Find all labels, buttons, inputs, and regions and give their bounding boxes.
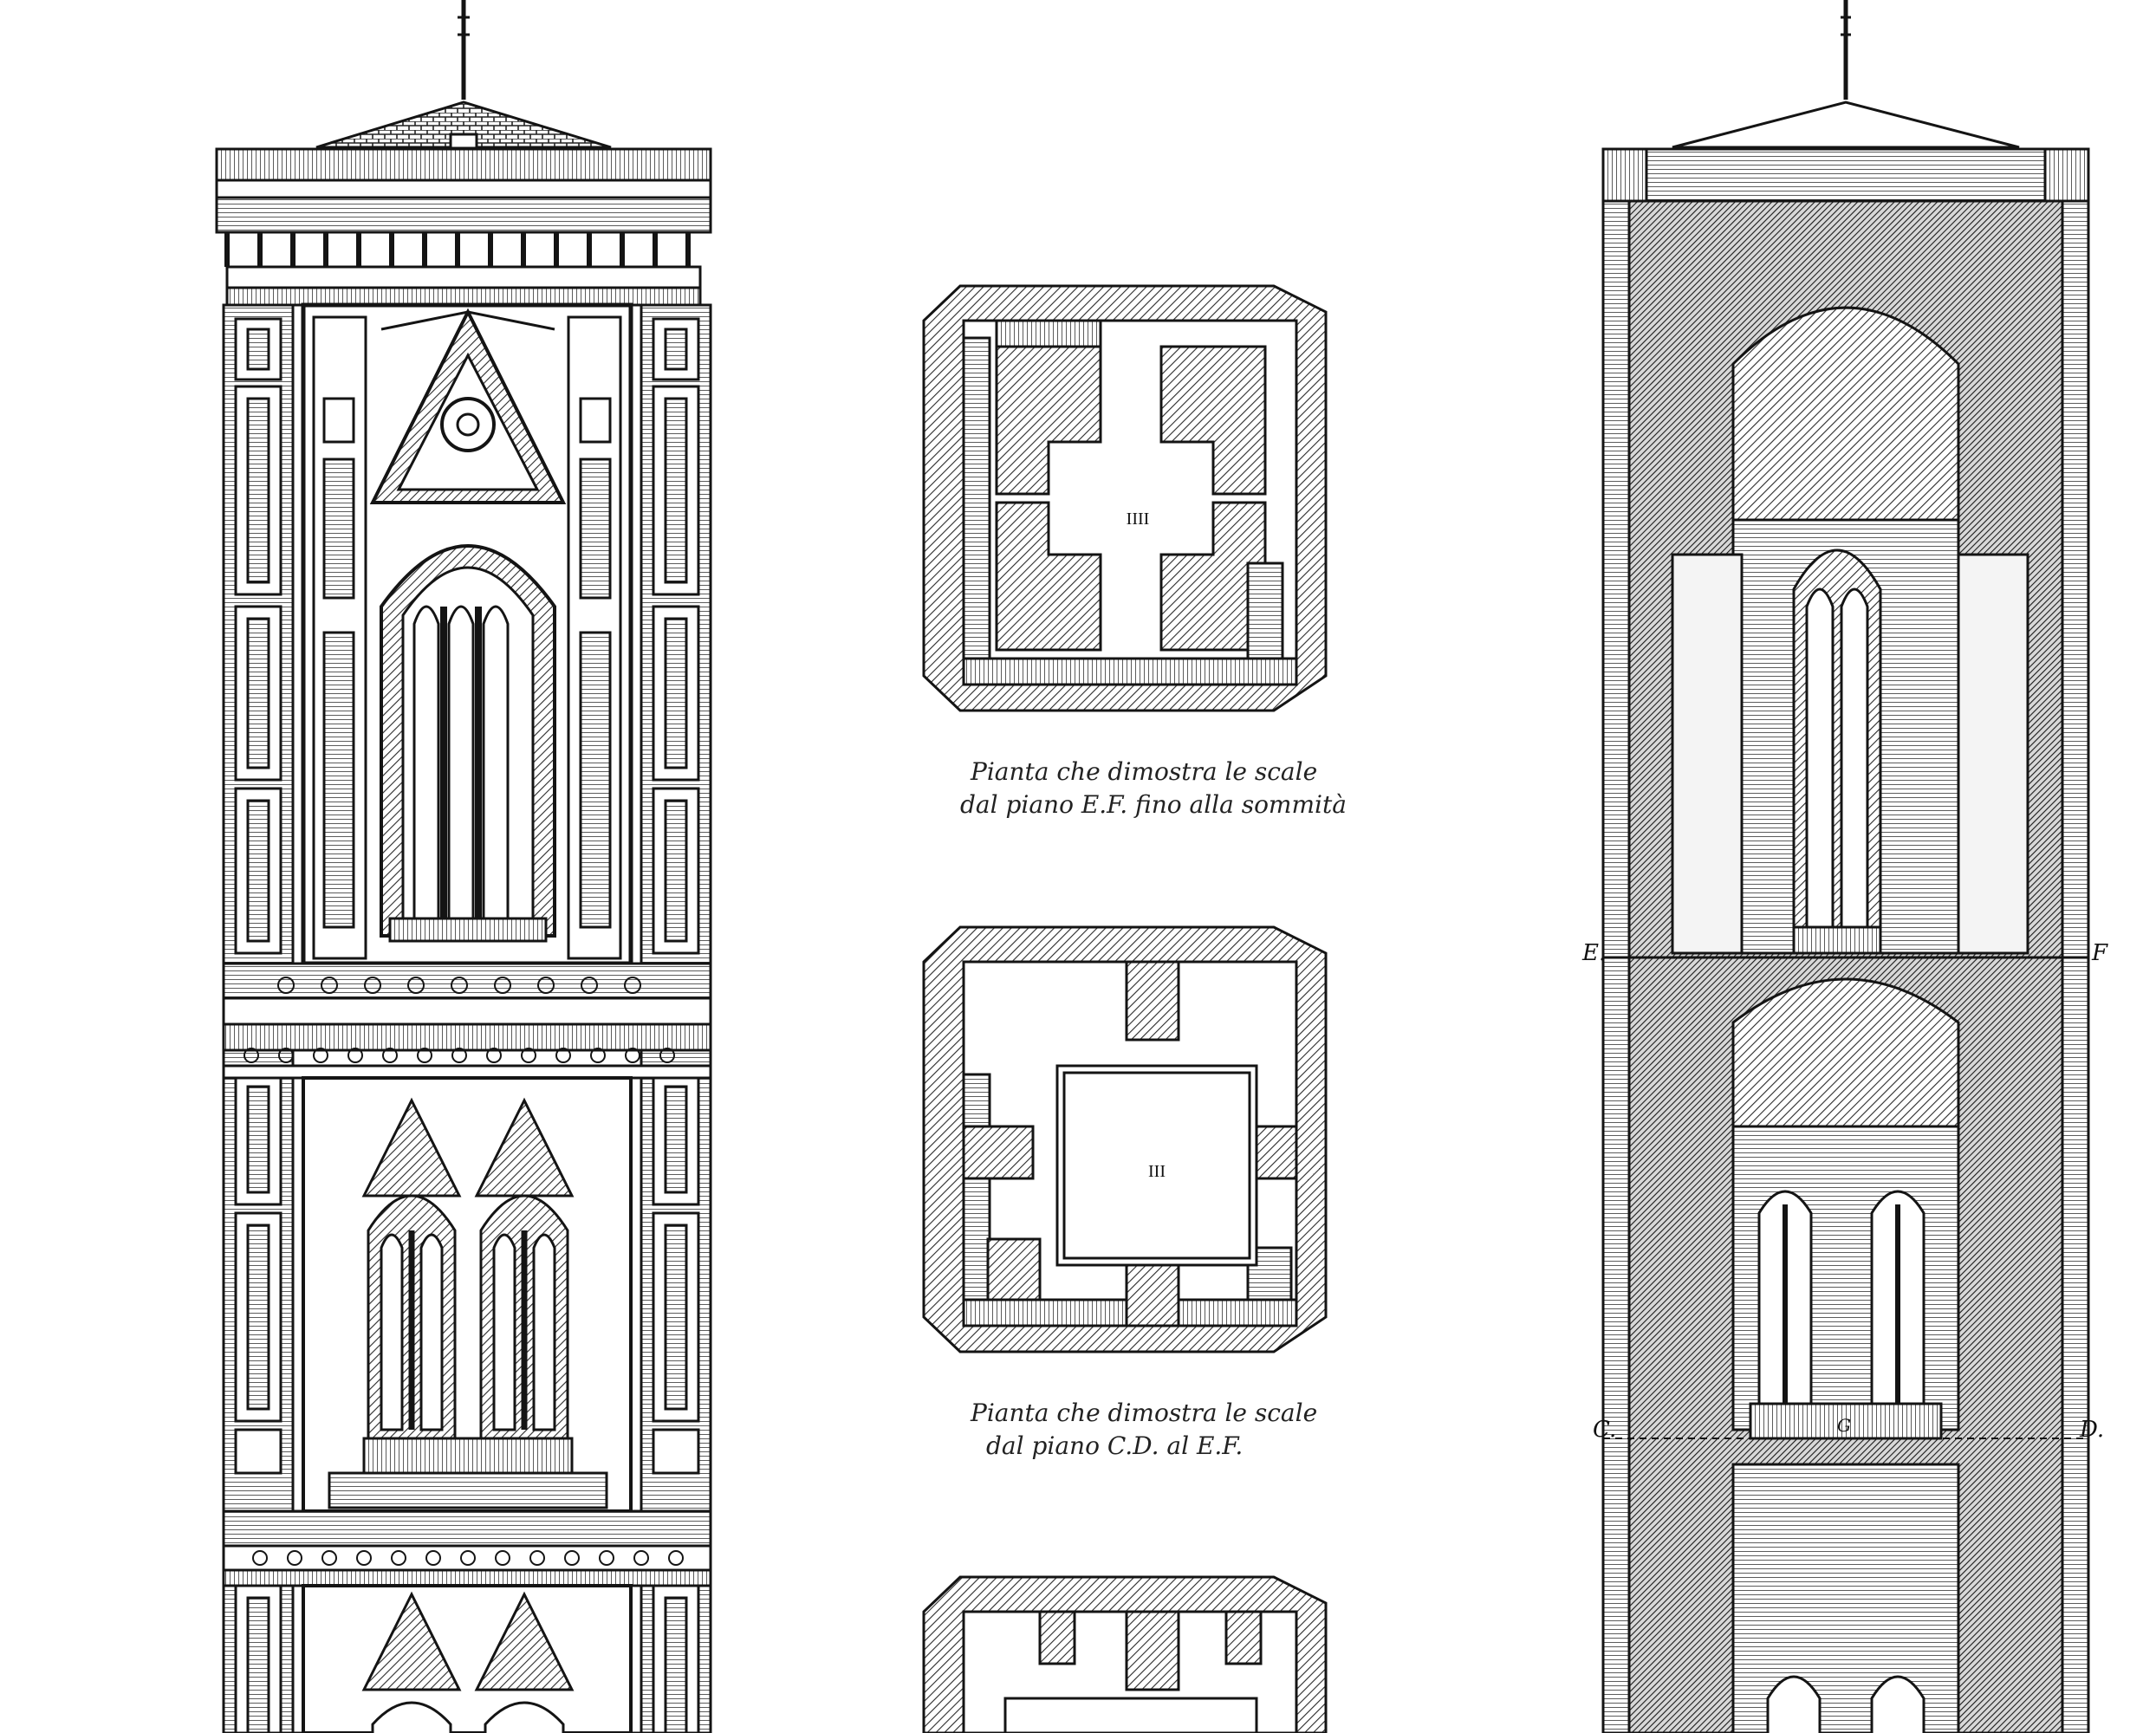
plan-3-caption-line2: dal piano C.D. al E.F.: [986, 1431, 1243, 1460]
right-pilaster-panels: [652, 317, 700, 1733]
section-label-d: D.: [2079, 1417, 2104, 1443]
section-middle-chamber: [1731, 977, 1960, 1440]
rosette-frieze-lower: [252, 1550, 684, 1566]
plan-3-numeral: III: [1148, 1162, 1166, 1181]
plan-4-caption-line1: Pianta che dimostra le scale: [970, 757, 1317, 786]
section-label-f: F: [2091, 940, 2108, 966]
plan-2-partial: [922, 1575, 1328, 1733]
section-label-g: G: [1837, 1415, 1851, 1436]
plan-3: III: [922, 925, 1328, 1353]
left-pilaster-panels: [234, 317, 282, 1733]
tower-section: [1601, 0, 2090, 1733]
section-label-e: E.: [1581, 940, 1606, 966]
middle-twin-windows: [302, 1076, 633, 1513]
plan-4-numeral: IIII: [1127, 510, 1150, 529]
corbel-row: [224, 232, 691, 267]
section-upper-chamber: [1671, 306, 2029, 955]
plan-4: IIII: [922, 284, 1328, 712]
section-label-c: C.: [1593, 1417, 1616, 1443]
plan-3-caption-line1: Pianta che dimostra le scale: [970, 1399, 1317, 1427]
rosette-frieze-upper: [277, 977, 641, 994]
elevation-facade: [215, 0, 712, 1733]
upper-belfry-window: [380, 544, 556, 943]
rosette-frieze-middle: [244, 1048, 675, 1063]
plan-4-caption-line2: dal piano E.F. fino alla sommità: [960, 790, 1347, 819]
